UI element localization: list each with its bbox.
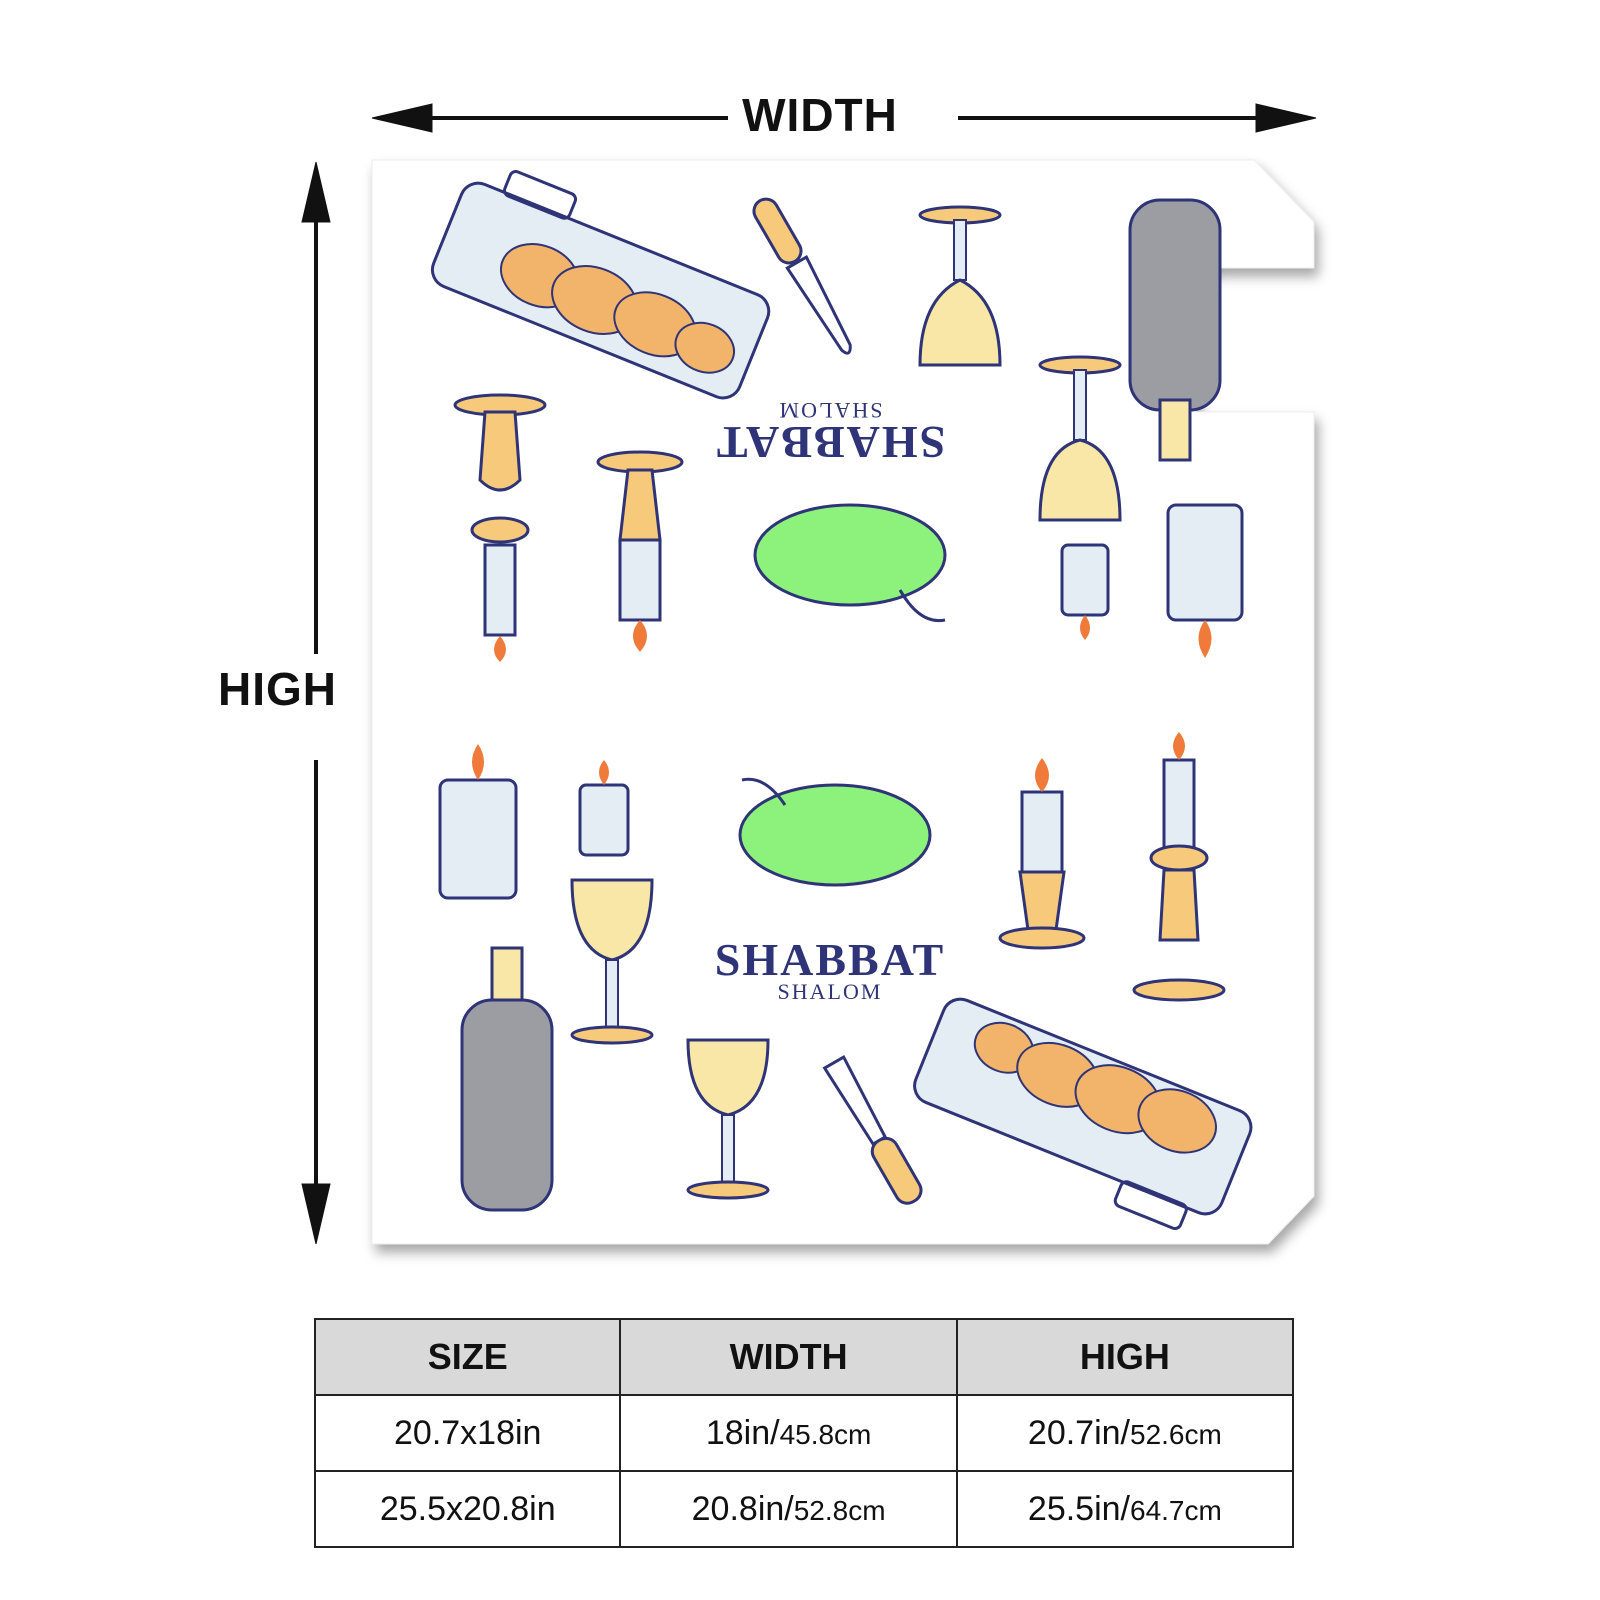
wine-glass-top-1: [918, 205, 1002, 367]
candlestick-bottom-2: [1132, 732, 1226, 1002]
wine-bottle-bottom: [460, 946, 554, 1212]
candles-top: [1060, 503, 1244, 658]
wine-glass-bottom-2: [686, 1038, 770, 1200]
flag-title-top-main: SHABBAT: [714, 417, 946, 468]
salad-bowl-top: [753, 503, 947, 623]
cell-width-cm: 52.8cm: [793, 1494, 886, 1526]
size-table-header: SIZE WIDTH HIGH: [313, 1318, 1295, 1396]
cell-size: 25.5x20.8in: [313, 1470, 622, 1548]
challah-tray-top: [430, 170, 771, 400]
cell-high-cm: 64.7cm: [1130, 1494, 1222, 1526]
wine-bottle-top: [1128, 198, 1222, 462]
flag-title-bottom-sub: SHALOM: [777, 979, 883, 1004]
flag-title-bottom-main: SHABBAT: [714, 934, 946, 985]
table-row: 20.7x18in 18in/45.8cm 20.7in/52.6cm: [313, 1394, 1295, 1472]
high-arrow: [301, 161, 331, 1245]
flag-title-top: SHABBAT SHALOM: [700, 398, 960, 468]
cell-size: 20.7x18in: [313, 1394, 622, 1472]
header-high: HIGH: [955, 1318, 1295, 1396]
cell-high-in: 25.5in/: [1027, 1489, 1130, 1528]
challah-tray-bottom: [913, 997, 1253, 1231]
table-row: 25.5x20.8in 20.8in/52.8cm 25.5in/64.7cm: [313, 1470, 1295, 1548]
high-label: HIGH: [218, 663, 337, 715]
candlestick-top-1: [453, 393, 547, 662]
header-size: SIZE: [313, 1318, 622, 1396]
cell-width-cm: 45.8cm: [779, 1418, 872, 1450]
candlestick-bottom-1: [998, 758, 1086, 950]
candlestick-top-2: [596, 450, 684, 652]
cell-width: 18in/45.8cm: [619, 1394, 958, 1472]
size-table: SIZE WIDTH HIGH 20.7x18in 18in/45.8cm 20…: [313, 1318, 1295, 1548]
wine-glass-top-2: [1038, 355, 1122, 522]
cell-width-in: 20.8in/: [691, 1489, 794, 1528]
width-arrow: [371, 103, 1317, 133]
cell-high-cm: 52.6cm: [1130, 1418, 1222, 1450]
header-width: WIDTH: [619, 1318, 958, 1396]
knife-top: [752, 197, 852, 355]
wine-glass-bottom-1: [570, 878, 654, 1045]
salad-bowl-bottom: [738, 777, 932, 887]
cell-high: 25.5in/64.7cm: [955, 1470, 1295, 1548]
flag-title-bottom: SHABBAT SHALOM: [700, 934, 960, 1004]
cell-width-in: 18in/: [705, 1413, 780, 1452]
knife-bottom: [822, 1054, 923, 1205]
cell-high: 20.7in/52.6cm: [955, 1394, 1295, 1472]
width-label: WIDTH: [742, 89, 898, 141]
candles-bottom: [438, 744, 630, 900]
cell-high-in: 20.7in/: [1027, 1413, 1130, 1452]
cell-width: 20.8in/52.8cm: [619, 1470, 958, 1548]
